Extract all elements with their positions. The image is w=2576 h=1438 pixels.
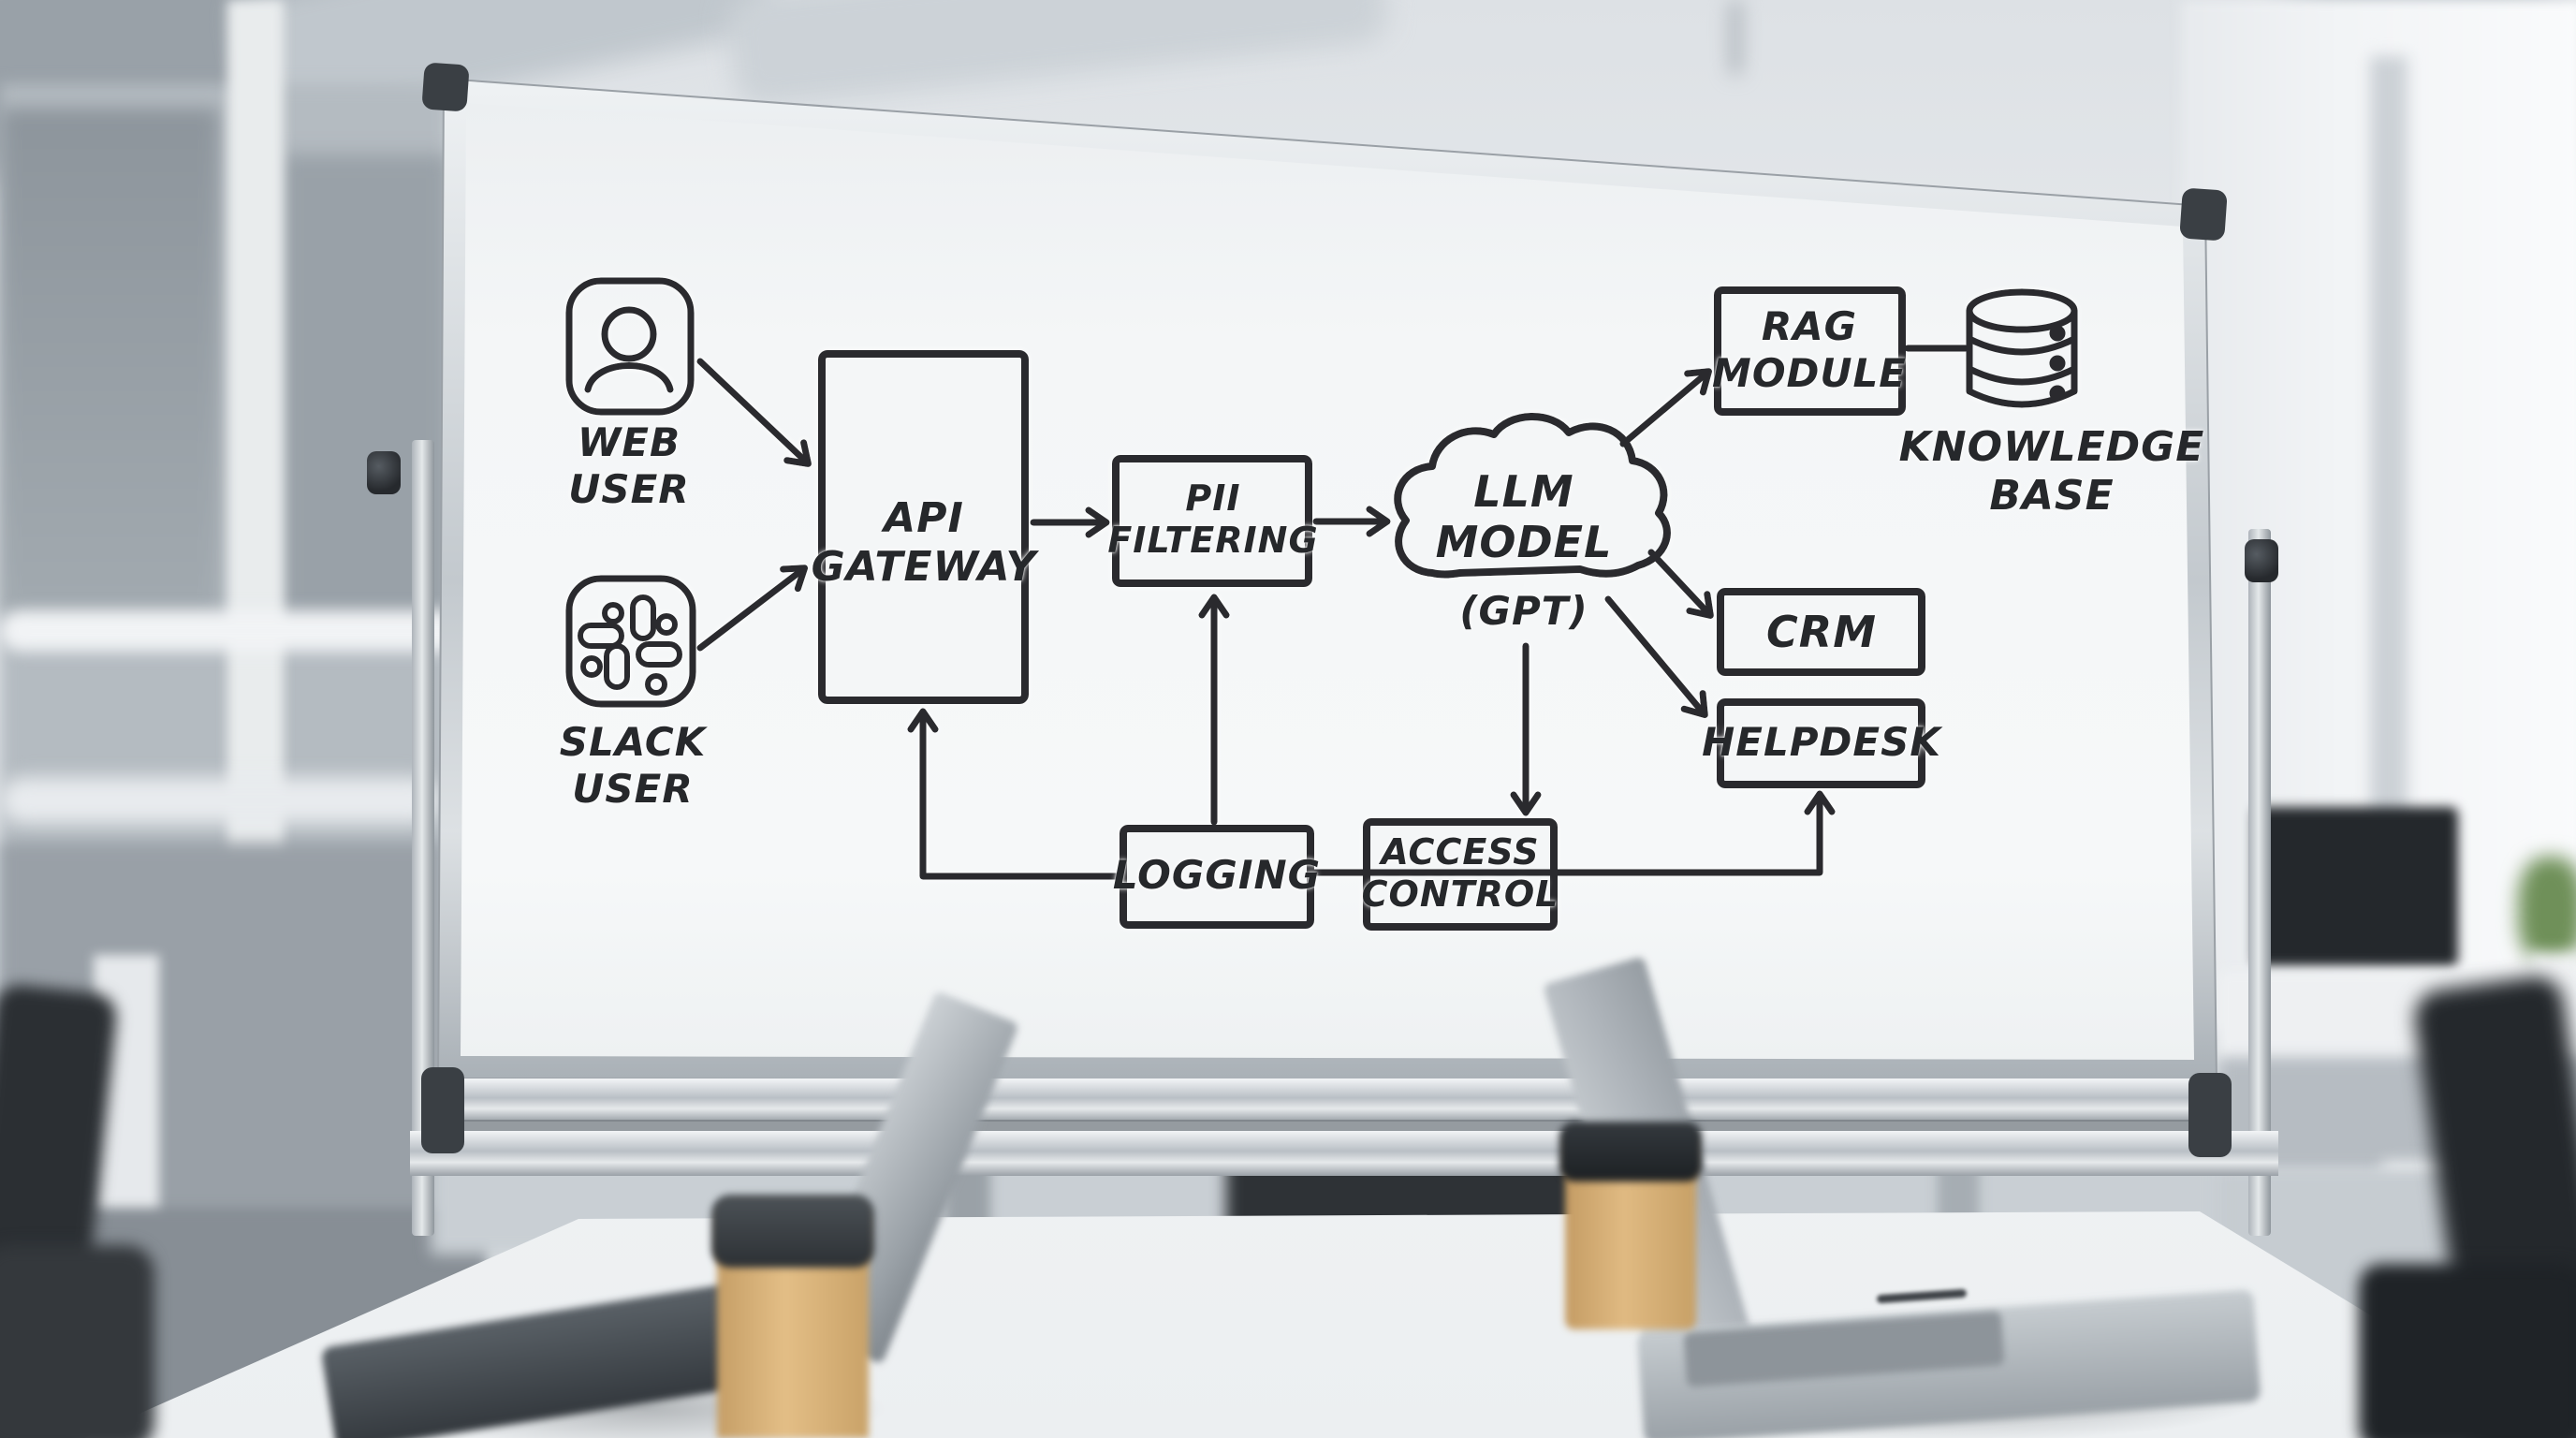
node-pii-filtering-box xyxy=(1112,455,1312,587)
node-crm-box xyxy=(1717,588,1925,676)
label-helpdesk: HELPDESK xyxy=(1702,719,1941,765)
corner-cap-top-right xyxy=(2179,188,2228,241)
stand-knob-left xyxy=(367,451,401,494)
node-logging-box xyxy=(1120,825,1314,929)
edge-slack_user-api_gateway xyxy=(696,565,809,652)
label-logging: LOGGING xyxy=(1112,852,1322,898)
tray-seam xyxy=(447,1120,2209,1131)
label-llm-model: LLM MODEL xyxy=(1435,466,1613,568)
edge-llm_model-crm xyxy=(1647,549,1714,619)
edge-llm_model-helpdesk xyxy=(1604,595,1708,719)
stand-leg-right xyxy=(2248,529,2271,1236)
label-api-gateway: API GATEWAY xyxy=(811,494,1037,591)
chair-left-seat xyxy=(0,1245,154,1438)
label-knowledge-base: KNOWLEDGE BASE xyxy=(1898,423,2205,520)
corner-cap-bottom-right xyxy=(2188,1073,2232,1157)
slack-icon xyxy=(565,575,696,708)
node-helpdesk-box xyxy=(1717,698,1925,788)
stand-crossbar xyxy=(410,1131,2278,1176)
board-surface xyxy=(461,103,2194,1060)
database-icon xyxy=(1966,288,2078,408)
chair-right-seat xyxy=(2359,1264,2576,1438)
edge-web_user-api_gateway xyxy=(696,358,812,467)
coffee-cup-right-lid xyxy=(1559,1122,1702,1181)
node-rag-module-box xyxy=(1714,286,1906,416)
label-crm: CRM xyxy=(1766,607,1877,657)
corner-cap-top-left xyxy=(422,63,469,111)
label-slack-user: SLACK USER xyxy=(559,719,707,812)
coffee-cup-left-lid xyxy=(711,1195,874,1268)
label-llm-sublabel: (GPT) xyxy=(1459,588,1588,634)
glass-reflection xyxy=(0,777,440,824)
monitor xyxy=(2254,807,2458,966)
wall-column xyxy=(2370,56,2408,955)
label-access-control: ACCESS CONTROL xyxy=(1361,831,1559,915)
stand-knob-right xyxy=(2245,539,2278,582)
edge-access_control-helpdesk xyxy=(1552,790,1836,876)
plant xyxy=(2518,857,2576,964)
edge-llm_model-rag_module xyxy=(1619,368,1713,448)
corner-cap-bottom-left xyxy=(421,1067,464,1153)
ceiling-mullion xyxy=(1730,0,1741,75)
person-icon xyxy=(565,277,695,416)
label-pii-filtering: PII FILTERING xyxy=(1107,477,1319,561)
label-web-user: WEB USER xyxy=(568,419,690,512)
glass-pane xyxy=(0,108,220,618)
board-tray xyxy=(436,1078,2218,1122)
edge-logging-api_gateway xyxy=(907,708,1121,880)
diagram-edges xyxy=(696,345,1969,880)
node-api-gateway-box xyxy=(818,350,1029,704)
label-rag-module: RAG MODULE xyxy=(1712,303,1907,396)
cloud-shape xyxy=(1394,413,1671,579)
